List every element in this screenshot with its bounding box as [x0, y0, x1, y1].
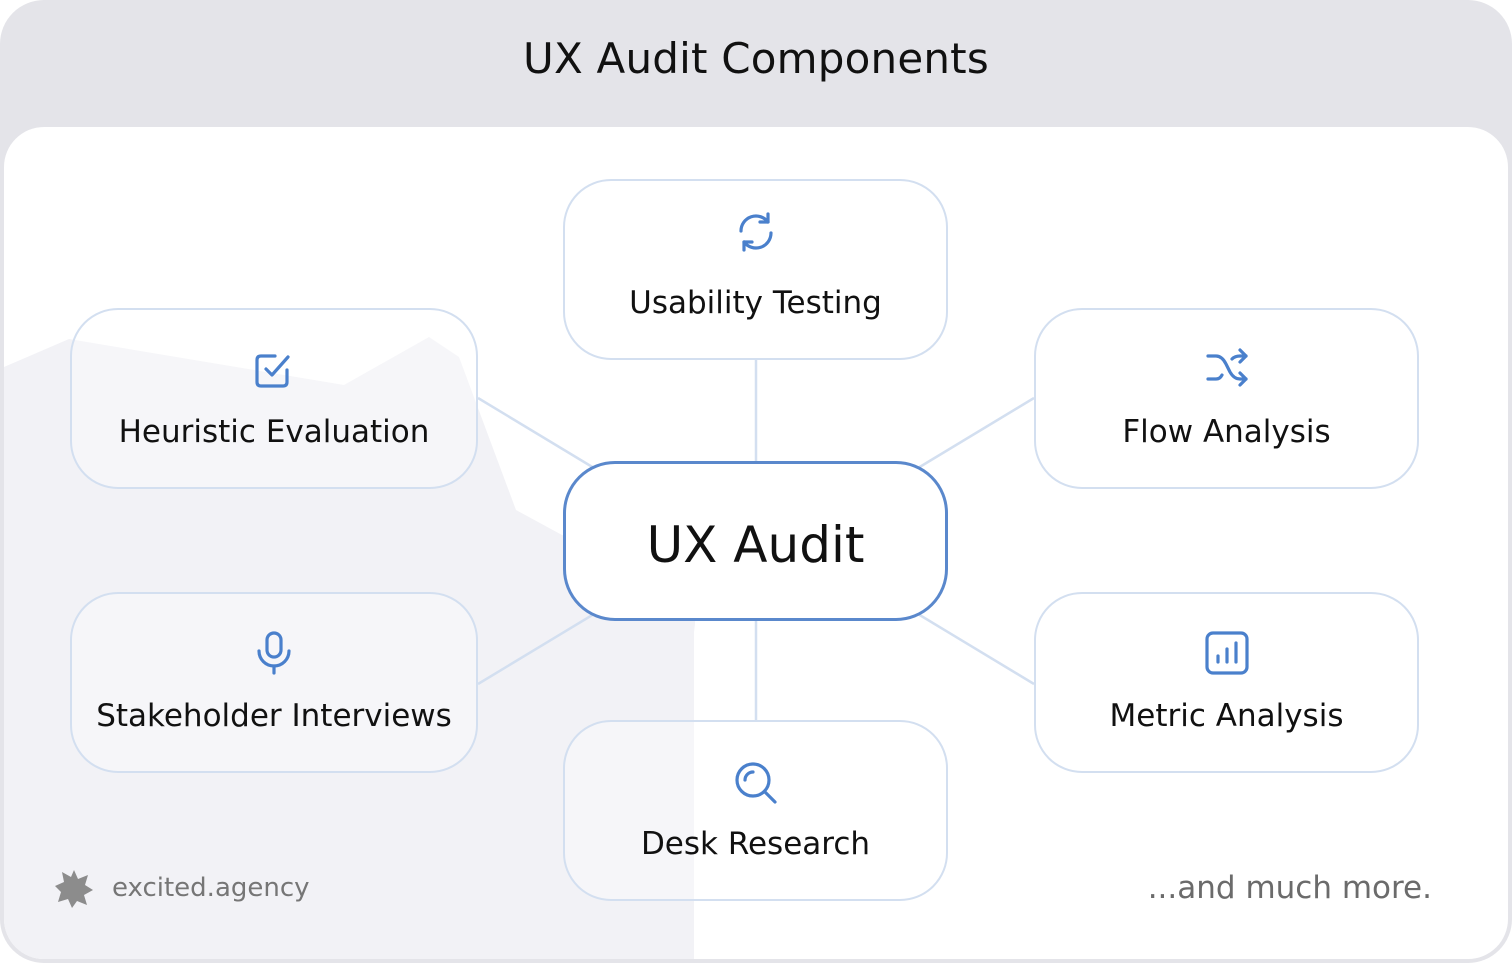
- shuffle-icon: [1205, 348, 1248, 387]
- node-label: Desk Research: [640, 826, 871, 862]
- center-node-ux-audit: UX Audit: [563, 461, 948, 621]
- microphone-icon: [257, 631, 291, 675]
- checkbox-icon: [255, 354, 290, 388]
- diagram-panel: Usability Testing Heuristic Evaluation: [4, 127, 1508, 959]
- node-usability-testing: Usability Testing: [563, 179, 948, 360]
- connector-lines: [477, 360, 1035, 720]
- search-icon: [734, 762, 777, 804]
- node-metric-analysis: Metric Analysis: [1034, 592, 1419, 773]
- node-label: Stakeholder Interviews: [96, 698, 452, 734]
- connector-metric: [917, 612, 1035, 686]
- node-label: Heuristic Evaluation: [118, 414, 430, 450]
- node-label: Usability Testing: [629, 285, 882, 321]
- connector-flow: [917, 396, 1035, 470]
- sparkle-logo-icon: [55, 870, 93, 908]
- footer-note: ...and much more.: [1147, 870, 1432, 906]
- node-label: Metric Analysis: [1109, 698, 1344, 734]
- diagram-title: UX Audit Components: [523, 34, 989, 83]
- background-shape: [4, 337, 696, 959]
- brand-name: excited.agency: [112, 873, 310, 903]
- node-desk-research: Desk Research: [563, 720, 948, 901]
- connector-heuristic: [477, 396, 595, 470]
- node-label: Flow Analysis: [1122, 414, 1331, 450]
- center-node-label: UX Audit: [646, 516, 865, 574]
- bar-chart-icon: [1204, 631, 1249, 675]
- node-stakeholder-interviews: Stakeholder Interviews: [70, 592, 478, 773]
- refresh-icon: [738, 212, 773, 252]
- node-flow-analysis: Flow Analysis: [1034, 308, 1419, 489]
- node-heuristic-evaluation: Heuristic Evaluation: [70, 308, 478, 489]
- connector-stakeholder: [477, 612, 595, 686]
